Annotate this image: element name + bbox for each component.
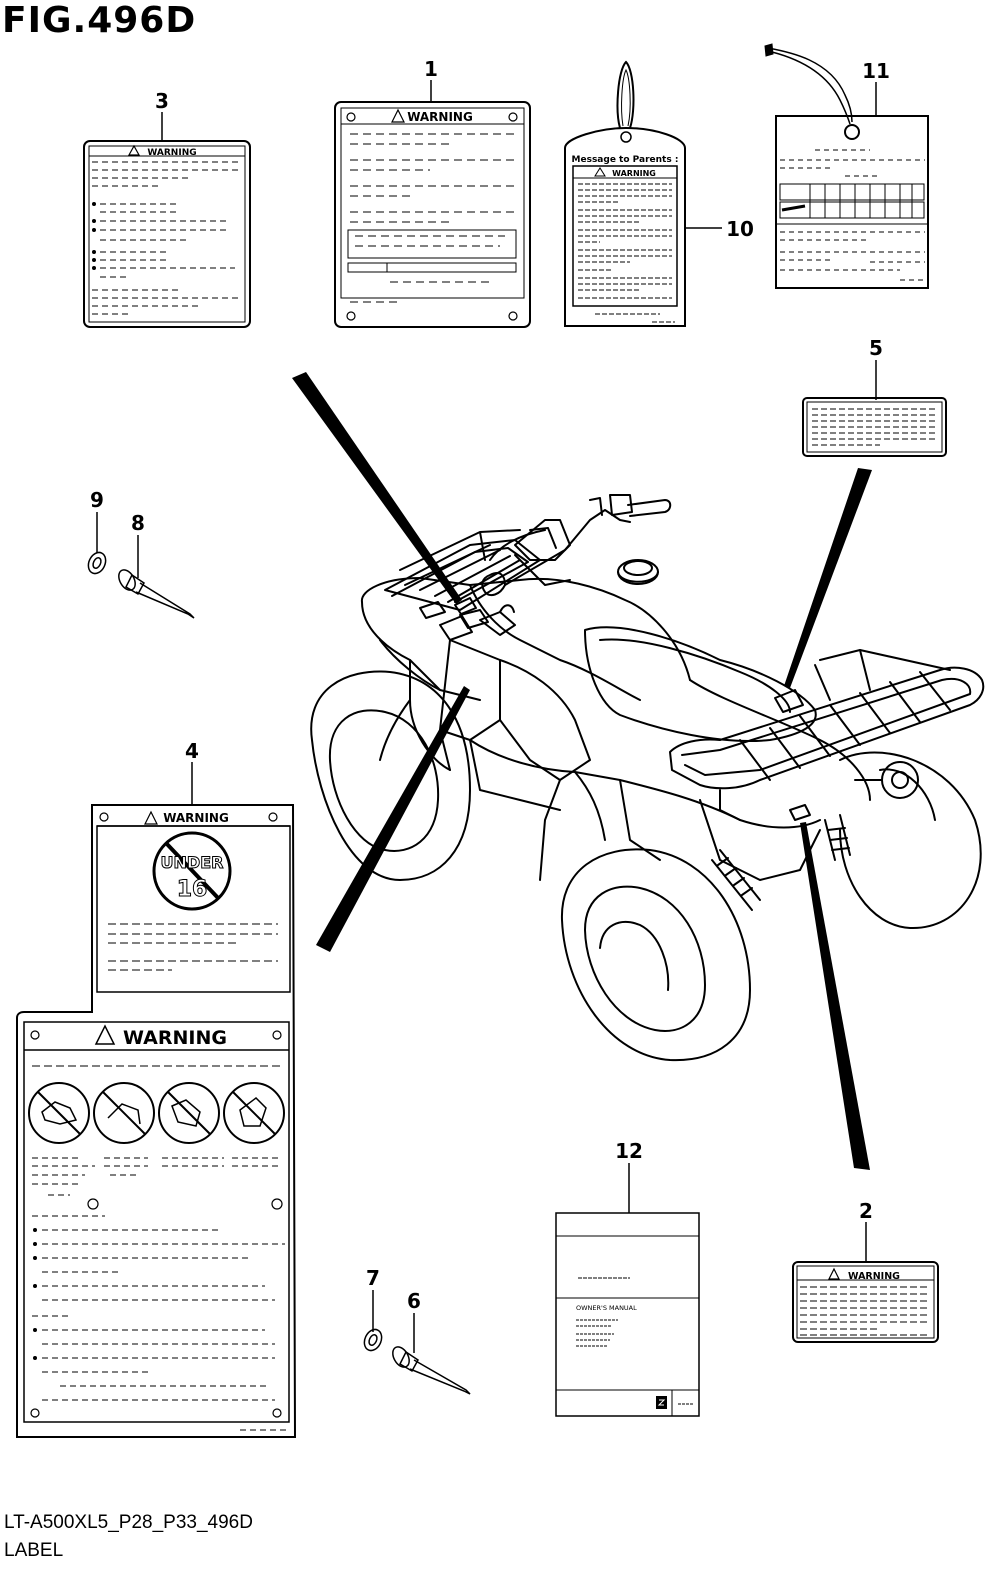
callout-6: 6: [407, 1289, 421, 1313]
label-1-warning: WARNING: [407, 110, 473, 124]
washer-7: [363, 1328, 383, 1352]
callout-5: 5: [869, 336, 883, 360]
callout-2: 2: [859, 1199, 873, 1223]
label-5: [802, 397, 947, 457]
figure-name: LABEL: [4, 1540, 64, 1561]
callout-numbers: 1 2 3 4 5 6 7 8 9 10 11 12: [90, 57, 890, 1313]
label-10-parents: Message to Parents :: [572, 155, 679, 165]
label-4-under: UNDER: [161, 853, 224, 872]
callout-12: 12: [615, 1139, 643, 1163]
label-3: WARNING: [83, 140, 251, 328]
callout-3: 3: [155, 89, 169, 113]
pointer-lines: [292, 372, 872, 1170]
callout-1: 1: [424, 57, 438, 81]
figure-code: LT-A500XL5_P28_P33_496D: [4, 1512, 253, 1533]
figure-title: FIG.496D: [2, 0, 197, 41]
label-2-warning: WARNING: [848, 1271, 900, 1282]
callout-8: 8: [131, 511, 145, 535]
label-2: WARNING: [792, 1261, 939, 1343]
label-10-warning: WARNING: [612, 169, 656, 178]
pointer-4: [316, 686, 470, 952]
label-4-warning-bottom: WARNING: [123, 1027, 227, 1049]
label-10: Message to Parents : WARNING: [564, 60, 686, 327]
pointer-1: [292, 372, 462, 604]
label-4: WARNING UNDER 16 WARNING: [16, 804, 297, 1438]
label-1: WARNING: [334, 101, 531, 328]
pictogram-row: [28, 1082, 285, 1144]
label-4-age: 16: [177, 877, 208, 902]
callout-11: 11: [862, 59, 890, 83]
washer-9: [87, 551, 107, 575]
rivet-8: [118, 569, 195, 619]
callout-10: 10: [726, 217, 754, 241]
label-3-warning: WARNING: [147, 148, 196, 158]
pointer-2: [800, 822, 870, 1170]
label-12-title: OWNER'S MANUAL: [576, 1304, 637, 1312]
callout-7: 7: [366, 1266, 380, 1290]
callout-4: 4: [185, 739, 199, 763]
pointer-5: [784, 468, 872, 688]
callout-9: 9: [90, 488, 104, 512]
label-4-warning-top: WARNING: [163, 811, 229, 825]
label-12: OWNER'S MANUAL: [555, 1212, 700, 1417]
callout-leaders: [96, 80, 877, 1353]
rivet-6: [392, 1346, 471, 1395]
label-11: [764, 43, 929, 289]
